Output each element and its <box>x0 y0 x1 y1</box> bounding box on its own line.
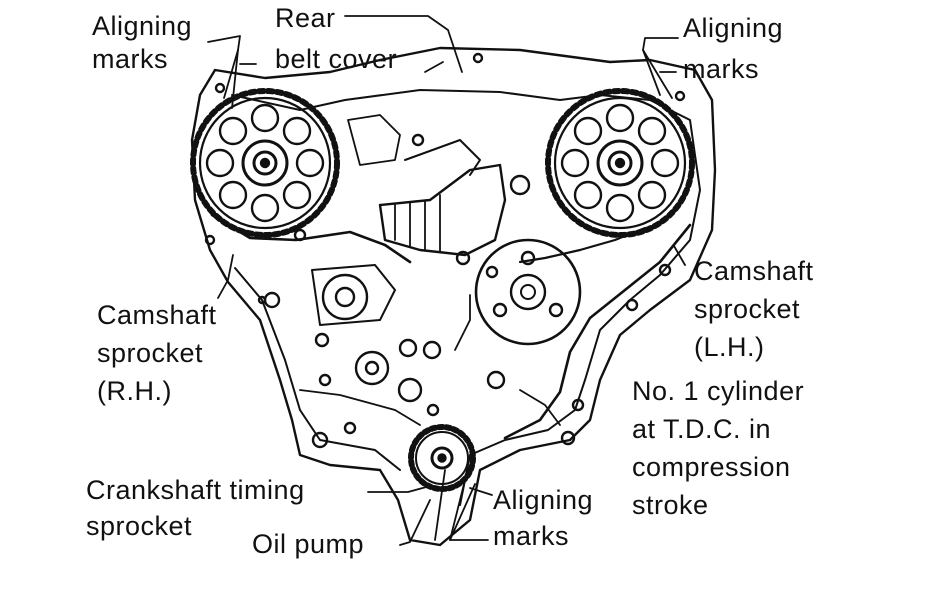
block-detail-4 <box>519 389 561 426</box>
idler-bosses <box>204 52 686 449</box>
label-aligning-marks-top-left: Aligning marks <box>92 11 193 74</box>
tensioner-housing <box>378 133 531 257</box>
label-tdc-note: No. 1 cylinder at T.D.C. in compression … <box>632 376 805 520</box>
label-camshaft-sprocket-lh: Camshaft sprocket (L.H.) <box>694 256 814 362</box>
water-pump <box>474 238 582 346</box>
label-aligning-marks-top-right: Aligning marks <box>683 13 784 84</box>
label-oil-pump: Oil pump <box>252 529 365 559</box>
block-detail-3 <box>299 389 421 426</box>
label-rear-belt-cover: Rear belt cover <box>275 3 398 74</box>
belt-cover-contour-2 <box>234 267 401 471</box>
belt-cover-contour <box>231 89 701 506</box>
crankshaft-sprocket <box>408 424 476 492</box>
block-detail-2 <box>454 294 471 351</box>
belt-run-right <box>503 223 692 440</box>
label-crankshaft-timing-sprocket: Crankshaft timing sprocket <box>86 475 305 541</box>
engine-outline <box>190 46 717 547</box>
label-aligning-marks-bottom: Aligning marks <box>493 485 594 551</box>
camshaft-sprocket-lh <box>545 88 695 238</box>
leader-lines <box>207 15 686 546</box>
camshaft-sprocket-rh <box>190 88 340 238</box>
label-camshaft-sprocket-rh: Camshaft sprocket (R.H.) <box>97 300 217 406</box>
block-detail-1 <box>347 114 401 166</box>
